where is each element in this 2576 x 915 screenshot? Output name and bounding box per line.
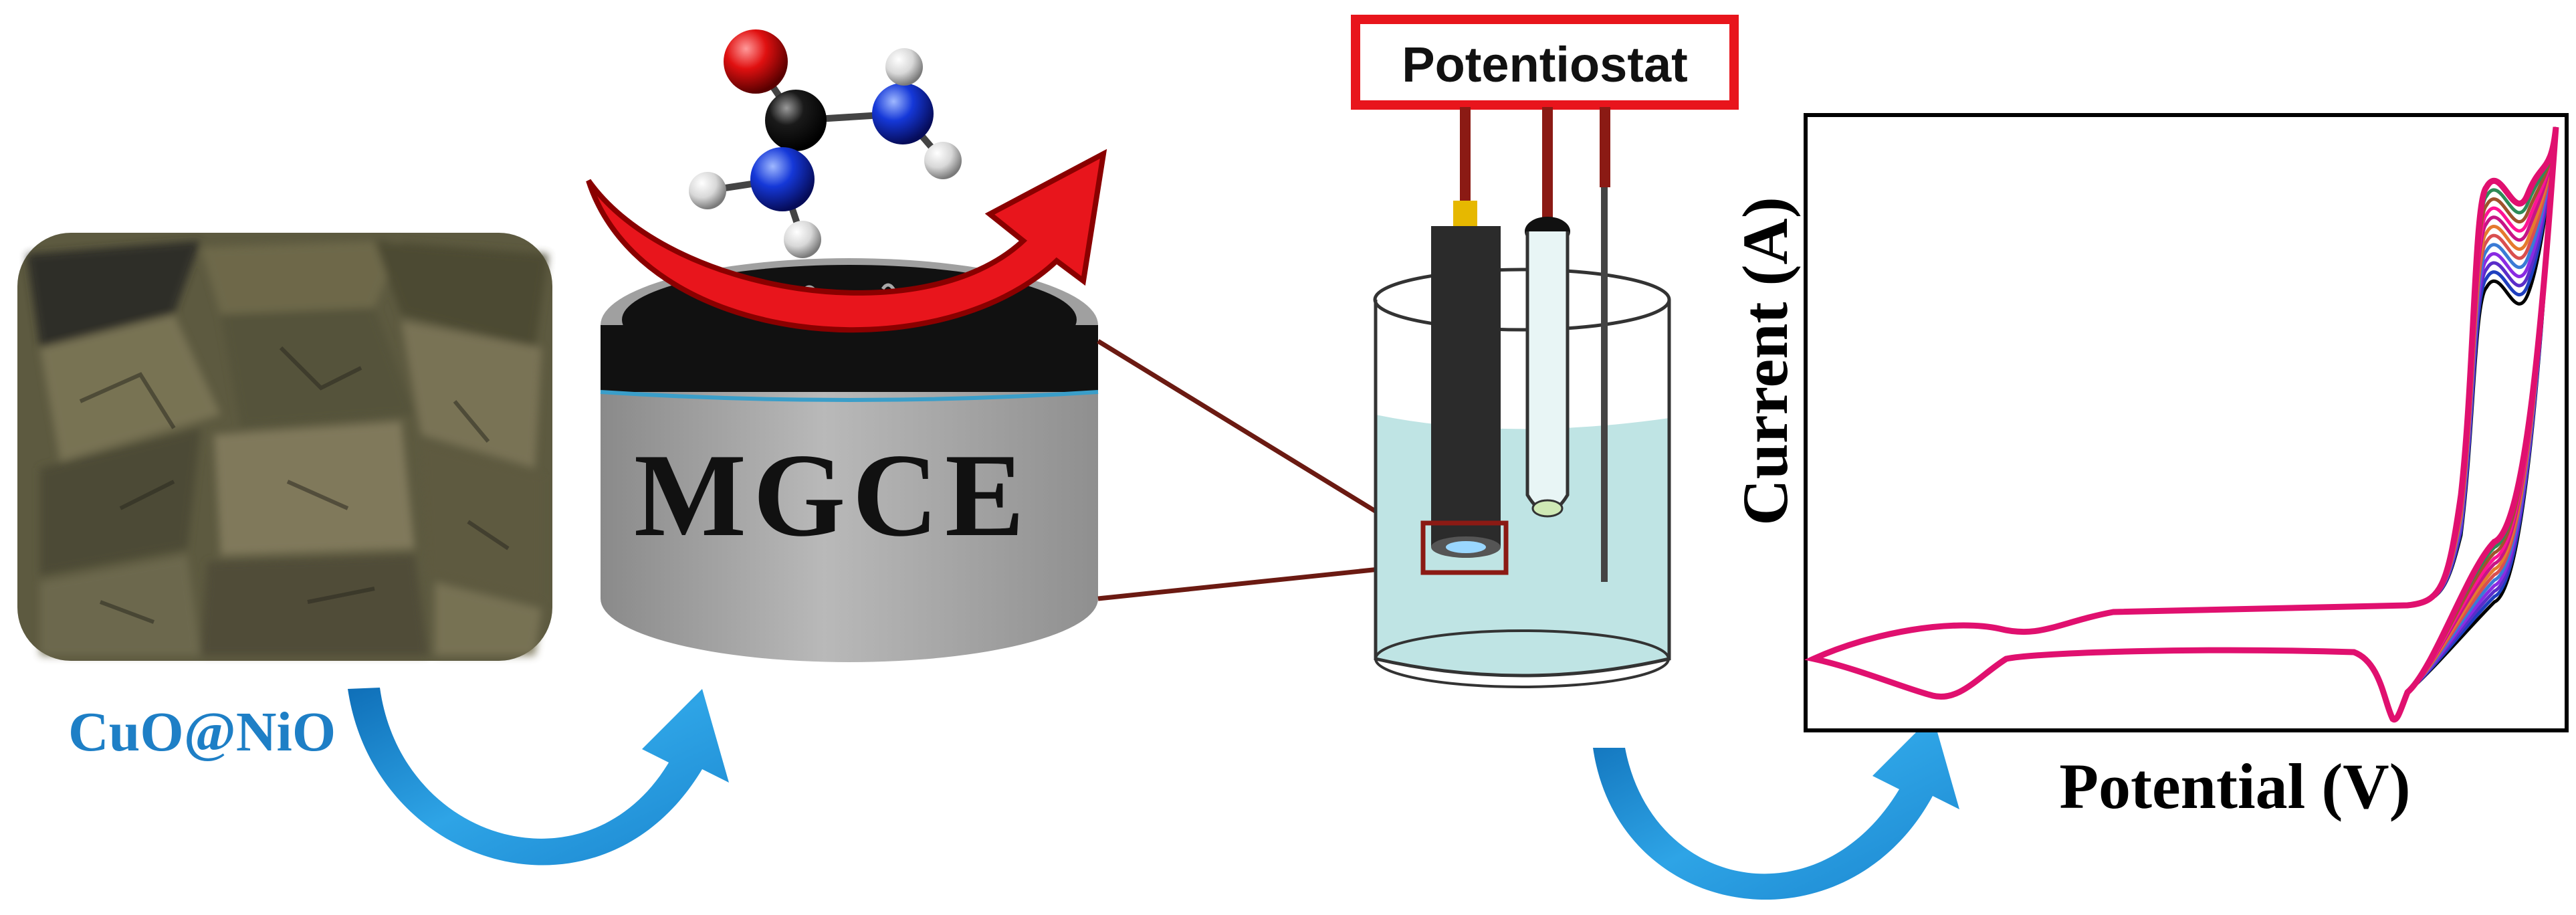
- instrument-label: Potentiostat: [1402, 37, 1688, 92]
- material-photo: [17, 233, 552, 661]
- voltammogram-panel: [1804, 113, 2569, 732]
- instrument-box: [1351, 15, 1739, 110]
- molecule-icon: [689, 29, 962, 258]
- reaction-arrow-icon: [586, 148, 1107, 333]
- zoom-connector: [1097, 339, 1418, 601]
- cv-curves: [1804, 126, 2559, 723]
- material-label: CuO@NiO: [68, 701, 336, 763]
- curved-arrow-icon: [1593, 716, 1959, 900]
- cv-x-axis-label: Potential (V): [2059, 750, 2410, 822]
- electrochemical-cell-icon: [1373, 107, 1671, 688]
- cv-scan-curve: [1804, 126, 2559, 723]
- cv-y-axis-label: Current (A): [1729, 197, 1801, 525]
- curved-arrow-icon: [348, 688, 729, 866]
- electrode-label: MGCE: [634, 429, 1031, 561]
